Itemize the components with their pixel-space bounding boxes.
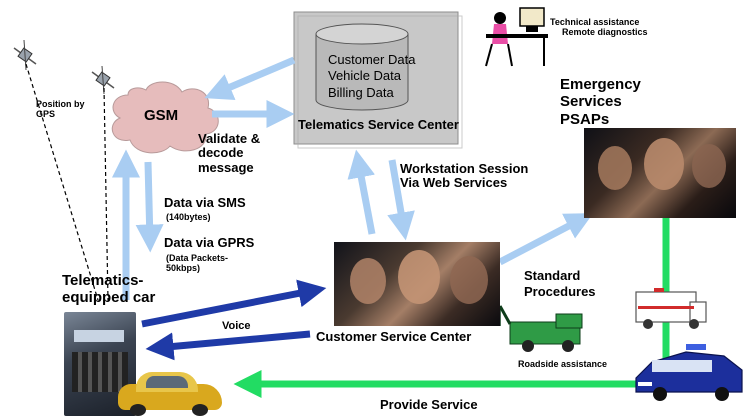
tsc-title: Telematics Service Center xyxy=(298,117,459,132)
provide-service-label: Provide Service xyxy=(380,397,478,412)
gps-satellite-right-icon xyxy=(91,65,115,95)
gps-satellite-left-icon xyxy=(13,39,37,71)
emergency-operators-photo xyxy=(584,128,736,218)
gps-signal-lines xyxy=(25,63,109,301)
standard-procedures-label: Standard Procedures xyxy=(524,268,596,300)
yellow-car-photo xyxy=(118,364,222,416)
position-by-gps-label: Position by GPS xyxy=(36,99,85,119)
database-icon xyxy=(315,23,409,111)
police-car-icon xyxy=(635,344,743,401)
technician-icon xyxy=(485,7,548,67)
voice-label: Voice xyxy=(222,320,251,332)
customer-service-operators-photo xyxy=(334,242,500,326)
tsc-database-contents: Customer Data Vehicle Data Billing Data xyxy=(328,52,416,100)
gsm-cloud xyxy=(111,81,219,154)
validate-decode-label: Validate & decode message xyxy=(198,131,261,175)
data-via-gprs-label: Data via GPRS xyxy=(164,235,255,250)
sms-size-label: (140bytes) xyxy=(166,212,211,222)
technical-assistance-label: Technical assistance Remote diagnostics xyxy=(550,17,648,37)
csc-title: Customer Service Center xyxy=(316,329,472,344)
emergency-services-label: Emergency Services PSAPs xyxy=(560,76,641,128)
dark-blue-arrows xyxy=(141,279,327,361)
workstation-session-label: Workstation Session Via Web Services xyxy=(400,161,529,191)
roadside-assistance-label: Roadside assistance xyxy=(518,359,608,369)
gsm-label: GSM xyxy=(144,107,179,124)
light-blue-arrows xyxy=(112,56,594,300)
data-via-sms-label: Data via SMS xyxy=(164,195,246,210)
ambulance-icon xyxy=(635,288,707,329)
tow-truck-icon xyxy=(498,305,583,352)
gprs-size-label: (Data Packets- 50kbps) xyxy=(166,253,229,273)
telematics-car-label: Telematics- equipped car xyxy=(62,272,156,307)
car-console-photo xyxy=(64,312,136,416)
